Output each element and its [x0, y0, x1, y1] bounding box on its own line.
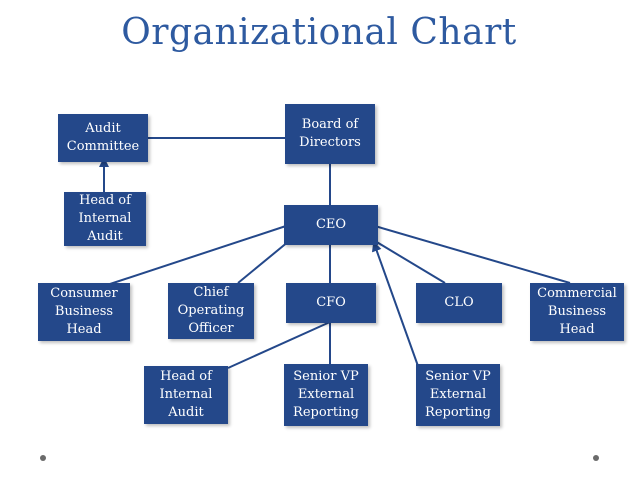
node-cfo: CFO [286, 283, 376, 323]
line-cfo-head-audit [227, 321, 331, 369]
node-consumer-business-head: Consumer Business Head [38, 283, 130, 341]
node-svp-external-reporting-1: Senior VP External Reporting [284, 364, 368, 426]
node-head-internal-audit-top: Head of Internal Audit [64, 192, 146, 246]
node-ceo: CEO [284, 205, 378, 245]
chart-title: Organizational Chart [121, 12, 517, 53]
line-ceo-commercial-head [367, 223, 571, 284]
node-commercial-business-head: Commercial Business Head [530, 283, 624, 341]
node-clo: CLO [416, 283, 502, 323]
arrow-svp-to-ceo [371, 241, 419, 367]
node-audit-committee: Audit Committee [58, 114, 148, 162]
slide-dot-right [593, 455, 599, 461]
node-svp-external-reporting-2: Senior VP External Reporting [416, 364, 500, 426]
node-head-internal-audit-bottom: Head of Internal Audit [144, 366, 228, 424]
node-board-of-directors: Board of Directors [285, 104, 375, 164]
slide-dot-left [40, 455, 46, 461]
node-chief-operating-officer: Chief Operating Officer [168, 283, 254, 339]
line-ceo-consumer-head [109, 223, 293, 285]
